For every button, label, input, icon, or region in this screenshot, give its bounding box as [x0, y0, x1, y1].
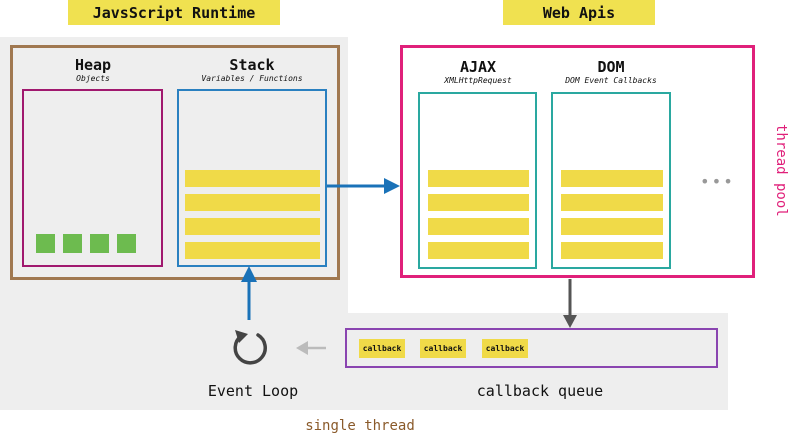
heap-object	[63, 234, 82, 253]
callback-item: callback	[420, 339, 466, 358]
dom-slot	[561, 170, 663, 187]
dom-slot	[561, 218, 663, 235]
dom-header: DOM DOM Event Callbacks	[551, 58, 671, 85]
heap-title: Heap	[74, 56, 112, 74]
callback-item: callback	[482, 339, 528, 358]
heap-object	[36, 234, 55, 253]
dom-slot	[561, 242, 663, 259]
stack-frame	[185, 194, 320, 211]
stack-header: Stack Variables / Functions	[178, 56, 326, 83]
stack-frame	[185, 242, 320, 259]
heap-subtitle: Objects	[76, 74, 110, 83]
thread-pool-label: thread pool	[773, 124, 789, 217]
ajax-slot	[428, 242, 529, 259]
heap-object	[90, 234, 109, 253]
callback-queue-label: callback queue	[476, 382, 604, 400]
runtime-frame	[10, 45, 340, 280]
dom-title: DOM	[597, 58, 625, 76]
event-loop-label: Event Loop	[207, 382, 299, 400]
ajax-slot	[428, 194, 529, 211]
heap-box	[22, 89, 163, 267]
ajax-box	[418, 92, 537, 269]
web-apis-title: Web Apis	[503, 0, 655, 25]
heap-object	[117, 234, 136, 253]
ajax-header: AJAX XMLHttpRequest	[418, 58, 538, 85]
web-apis-frame	[400, 45, 755, 278]
ajax-slot	[428, 170, 529, 187]
dom-subtitle: DOM Event Callbacks	[565, 76, 657, 85]
dom-slot	[561, 194, 663, 211]
callback-item: callback	[359, 339, 405, 358]
callback-queue-box: callback callback callback	[345, 328, 718, 368]
heap-header: Heap Objects	[22, 56, 164, 83]
ajax-subtitle: XMLHttpRequest	[444, 76, 512, 85]
event-loop-icon	[228, 326, 272, 370]
single-thread-label: single thread	[305, 418, 415, 434]
stack-title: Stack	[229, 56, 275, 74]
ajax-slot	[428, 218, 529, 235]
more-apis-ellipsis: •••	[700, 172, 735, 191]
stack-frame	[185, 170, 320, 187]
stack-subtitle: Variables / Functions	[201, 74, 303, 83]
dom-box	[551, 92, 671, 269]
stack-frame	[185, 218, 320, 235]
stack-box	[177, 89, 327, 267]
runtime-title: JavsScript Runtime	[68, 0, 280, 25]
ajax-title: AJAX	[459, 58, 497, 76]
